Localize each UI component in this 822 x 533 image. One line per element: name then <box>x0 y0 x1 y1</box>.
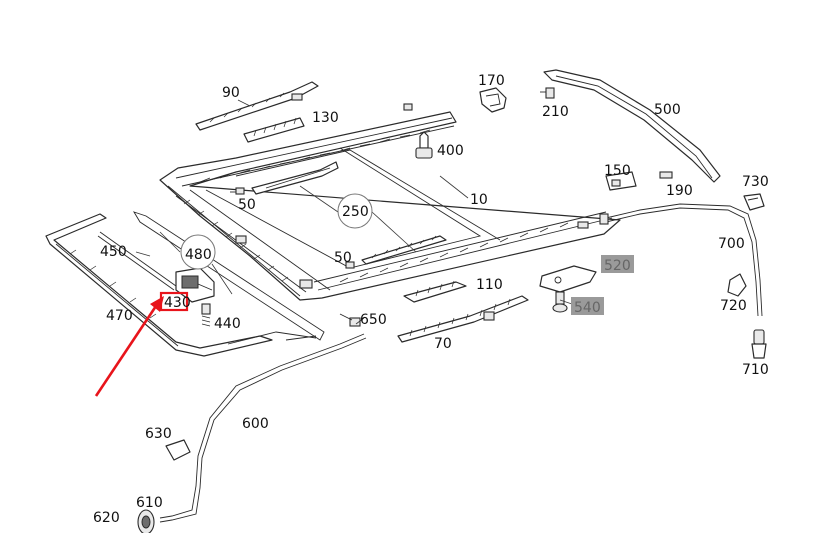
label-730: 730 <box>742 174 769 190</box>
label-150: 150 <box>604 163 631 179</box>
label-50-upper: 50 <box>238 197 256 213</box>
red-arrow-shaft <box>94 305 158 397</box>
bracket-170[interactable] <box>479 87 507 113</box>
pin-190[interactable] <box>659 171 673 179</box>
label-710: 710 <box>742 362 769 378</box>
ref-circle-480 <box>180 234 216 270</box>
red-arrow-head <box>150 296 164 312</box>
bolt-540[interactable] <box>552 291 568 313</box>
valve-710[interactable] <box>751 329 767 359</box>
screw-210[interactable] <box>540 87 555 99</box>
label-110: 110 <box>476 277 503 293</box>
clip-630[interactable] <box>165 439 191 461</box>
guide-rail-90[interactable] <box>195 81 319 131</box>
label-700: 700 <box>718 236 745 252</box>
bracket-520[interactable] <box>539 265 597 293</box>
screw-440[interactable] <box>201 303 211 327</box>
screw-50-lower[interactable] <box>345 261 355 269</box>
sunroof-frame[interactable] <box>159 103 621 301</box>
label-10: 10 <box>470 192 488 208</box>
sunshade-panel-470[interactable] <box>45 213 273 357</box>
label-470: 470 <box>106 308 133 324</box>
highlight-520 <box>601 255 634 273</box>
screw-50-upper[interactable] <box>230 187 245 195</box>
drain-hose-700[interactable] <box>599 203 763 317</box>
clip-730[interactable] <box>743 193 765 211</box>
label-720: 720 <box>720 298 747 314</box>
seal-strip-500[interactable] <box>543 69 721 183</box>
cable-450[interactable] <box>97 231 177 291</box>
part-labels: 90 130 170 210 500 400 150 190 730 50 25… <box>93 73 769 526</box>
clip-720[interactable] <box>727 273 747 297</box>
label-210: 210 <box>542 104 569 120</box>
label-90: 90 <box>222 85 240 101</box>
grommet-610[interactable] <box>137 509 155 533</box>
label-540: 540 <box>574 300 601 316</box>
label-600: 600 <box>242 416 269 432</box>
label-450: 450 <box>100 244 127 260</box>
deflector-arm-upper[interactable] <box>251 161 339 195</box>
clip-150[interactable] <box>605 171 637 191</box>
leader-lines <box>135 175 573 325</box>
label-620: 620 <box>93 510 120 526</box>
label-440: 440 <box>214 316 241 332</box>
bolt-400[interactable] <box>415 131 433 159</box>
label-520: 520 <box>604 258 631 274</box>
cover-110[interactable] <box>403 280 467 303</box>
label-170: 170 <box>478 73 505 89</box>
label-50-lower: 50 <box>334 250 352 266</box>
connector-650[interactable] <box>339 313 361 327</box>
label-650: 650 <box>360 312 387 328</box>
label-190: 190 <box>666 183 693 199</box>
label-500: 500 <box>654 102 681 118</box>
callout-430 <box>94 291 189 397</box>
sunshade-frame-480[interactable] <box>132 211 325 345</box>
label-430: 430 <box>164 295 191 311</box>
label-630: 630 <box>145 426 172 442</box>
label-400: 400 <box>437 143 464 159</box>
deflector-arm-lower[interactable] <box>361 235 447 265</box>
guide-block-130[interactable] <box>243 117 305 143</box>
cable-600[interactable] <box>159 333 367 523</box>
label-70: 70 <box>434 336 452 352</box>
highlight-540 <box>571 297 604 315</box>
label-130: 130 <box>312 110 339 126</box>
label-480: 480 <box>185 247 212 263</box>
ref-circle-250 <box>337 193 373 229</box>
label-610: 610 <box>136 495 163 511</box>
guide-rail-70[interactable] <box>397 295 529 343</box>
label-250: 250 <box>342 204 369 220</box>
